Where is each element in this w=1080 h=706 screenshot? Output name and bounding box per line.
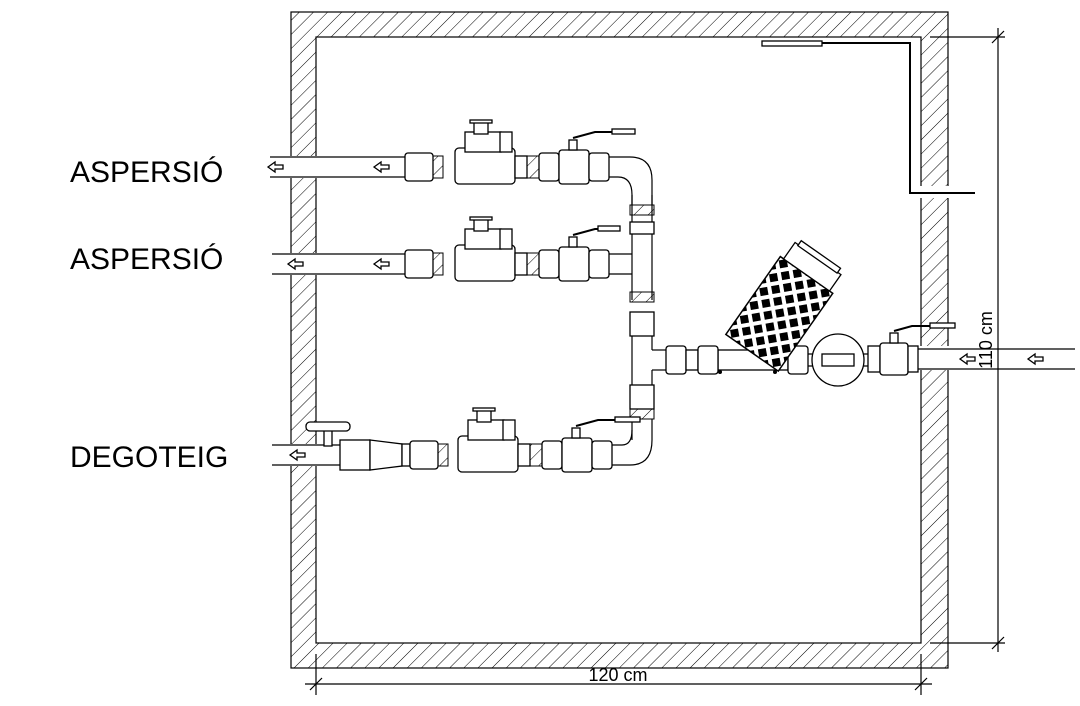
inlet-ball-valve	[867, 322, 956, 376]
flow-arrow-icon	[1026, 352, 1044, 366]
height-dimension-label: 110 cm	[976, 311, 996, 369]
dimension-height	[930, 28, 1005, 652]
outlet-label-2: ASPERSIÓ	[70, 243, 223, 276]
water-meter	[808, 333, 868, 387]
feed-union	[652, 345, 719, 375]
branch-1	[266, 119, 653, 205]
branch-3	[272, 407, 653, 473]
outlet-label-1: ASPERSIÓ	[70, 156, 223, 189]
width-dimension-label: 120 cm	[588, 665, 647, 685]
y-filter	[717, 239, 842, 375]
inlet-pipe	[915, 348, 1075, 370]
electrical-conduit	[761, 40, 975, 194]
dimension-width	[305, 654, 932, 695]
manifold	[629, 195, 655, 440]
branch-2	[272, 216, 655, 282]
outlet-label-3: DEGOTEIG	[70, 441, 228, 474]
